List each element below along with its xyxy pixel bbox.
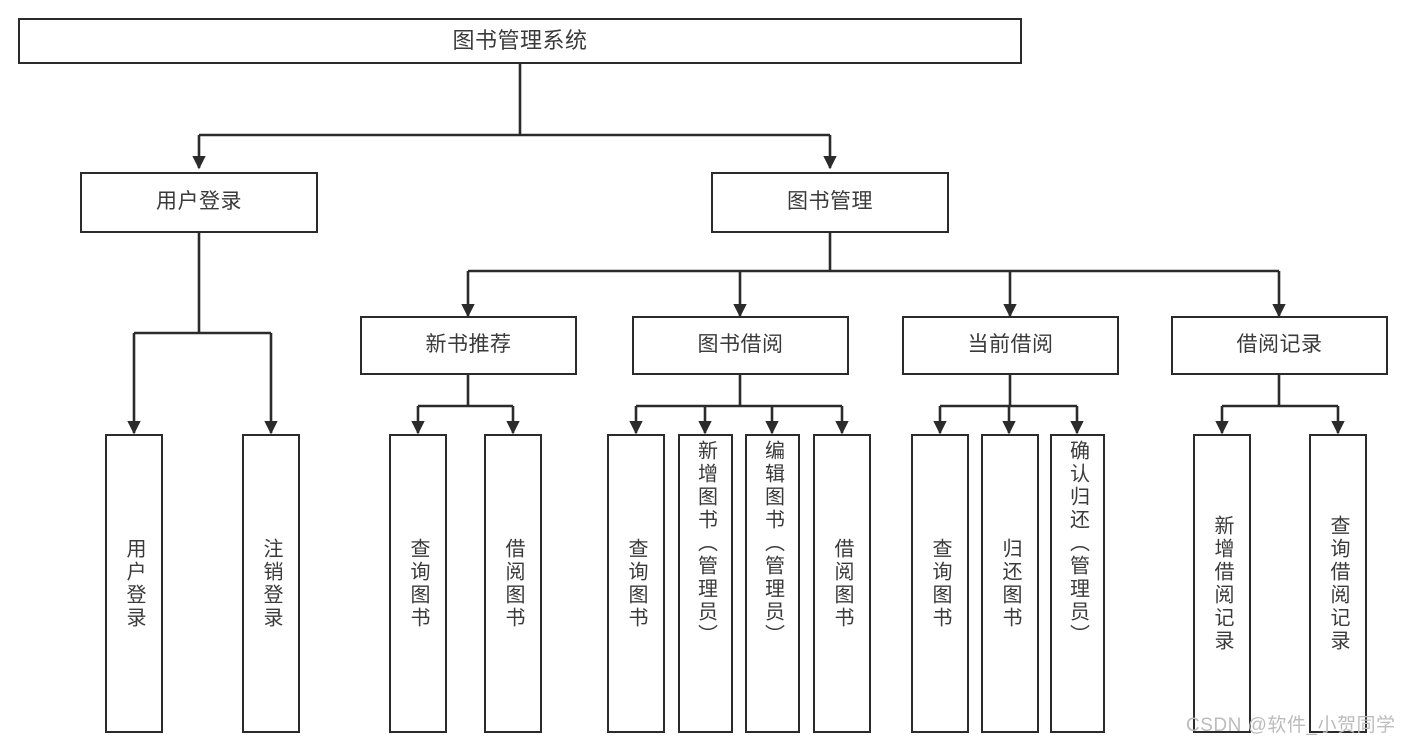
leaf-label: 新增图书（管理员） bbox=[694, 440, 717, 647]
leaf-label: 查询图书 bbox=[929, 537, 951, 630]
leaf-logout[interactable]: 注销登录 bbox=[242, 434, 300, 733]
node-user-login[interactable]: 用户登录 bbox=[80, 172, 318, 233]
leaf-label: 编辑图书（管理员） bbox=[761, 440, 784, 647]
leaf-label: 借阅图书 bbox=[502, 537, 524, 630]
watermark-text: CSDN @软件_小贺同学 bbox=[1186, 715, 1396, 736]
leaf-query-books-borrow[interactable]: 查询图书 bbox=[607, 434, 665, 733]
leaf-query-books-current[interactable]: 查询图书 bbox=[911, 434, 969, 733]
leaf-add-book-admin[interactable]: 新增图书（管理员） bbox=[678, 434, 733, 733]
leaf-label: 新增借阅记录 bbox=[1211, 514, 1233, 653]
leaf-label: 借阅图书 bbox=[831, 537, 853, 630]
node-book-borrowing[interactable]: 图书借阅 bbox=[632, 316, 849, 375]
leaf-query-borrow-record[interactable]: 查询借阅记录 bbox=[1309, 434, 1367, 733]
node-label: 用户登录 bbox=[156, 190, 242, 214]
leaf-label: 查询图书 bbox=[407, 537, 429, 630]
leaf-label: 用户登录 bbox=[123, 537, 145, 630]
leaf-return-books[interactable]: 归还图书 bbox=[981, 434, 1039, 733]
leaf-label: 注销登录 bbox=[260, 537, 282, 630]
leaf-label: 归还图书 bbox=[999, 537, 1021, 630]
node-label: 借阅记录 bbox=[1236, 333, 1323, 357]
node-borrow-records[interactable]: 借阅记录 bbox=[1171, 316, 1388, 375]
leaf-label: 确认归还（管理员） bbox=[1066, 440, 1089, 647]
node-new-book-recommendation[interactable]: 新书推荐 bbox=[360, 316, 577, 375]
node-label: 图书借阅 bbox=[697, 333, 784, 357]
node-label: 图书管理 bbox=[787, 190, 873, 214]
node-root-book-management-system[interactable]: 图书管理系统 bbox=[18, 18, 1022, 64]
leaf-borrow-books-newbooks[interactable]: 借阅图书 bbox=[484, 434, 542, 733]
node-current-borrowing[interactable]: 当前借阅 bbox=[902, 316, 1119, 375]
node-label: 当前借阅 bbox=[967, 333, 1054, 357]
leaf-label: 查询借阅记录 bbox=[1327, 514, 1349, 653]
node-label: 新书推荐 bbox=[425, 333, 512, 357]
leaf-add-borrow-record[interactable]: 新增借阅记录 bbox=[1193, 434, 1251, 733]
leaf-label: 查询图书 bbox=[625, 537, 647, 630]
leaf-user-login[interactable]: 用户登录 bbox=[105, 434, 163, 733]
leaf-borrow-books-borrow[interactable]: 借阅图书 bbox=[813, 434, 871, 733]
leaf-edit-book-admin[interactable]: 编辑图书（管理员） bbox=[745, 434, 800, 733]
leaf-confirm-return-admin[interactable]: 确认归还（管理员） bbox=[1050, 434, 1105, 733]
node-label: 图书管理系统 bbox=[452, 28, 588, 54]
node-book-management[interactable]: 图书管理 bbox=[711, 172, 949, 233]
leaf-query-books-newbooks[interactable]: 查询图书 bbox=[389, 434, 447, 733]
